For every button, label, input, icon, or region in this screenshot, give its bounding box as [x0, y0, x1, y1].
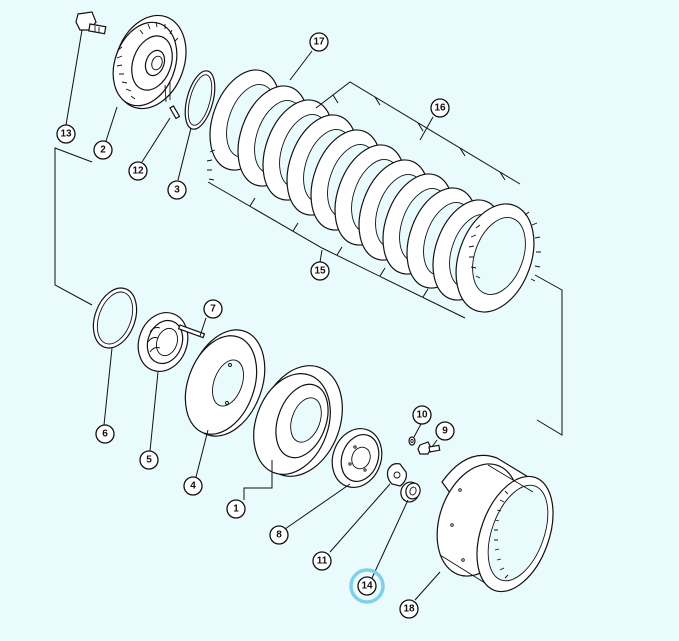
plate-11-front — [455, 203, 535, 313]
callout-17[interactable]: 17 — [309, 32, 329, 52]
part-12-pin — [169, 105, 181, 120]
svg-text:15: 15 — [314, 266, 326, 277]
callout-6[interactable]: 6 — [95, 424, 115, 444]
svg-text:1: 1 — [233, 504, 239, 515]
callout-9[interactable]: 9 — [435, 421, 455, 441]
callout-18[interactable]: 18 — [399, 599, 419, 619]
svg-text:7: 7 — [210, 304, 216, 315]
callout-11[interactable]: 11 — [312, 551, 332, 571]
callout-12[interactable]: 12 — [128, 161, 148, 181]
part-5-spring-retainer — [137, 312, 189, 372]
callout-4[interactable]: 4 — [183, 476, 203, 496]
svg-text:18: 18 — [403, 604, 415, 615]
svg-text:4: 4 — [190, 481, 196, 492]
part-10-washer — [408, 436, 416, 446]
leader-lines — [65, 29, 441, 601]
part-2-drum-hub — [112, 14, 187, 110]
clutch-plate-stack — [206, 69, 541, 313]
part-6-snap-ring — [92, 287, 138, 349]
callout-13[interactable]: 13 — [56, 124, 76, 144]
part-3-snap-ring — [184, 70, 216, 130]
svg-text:9: 9 — [442, 426, 448, 437]
svg-text:11: 11 — [317, 556, 328, 567]
svg-text:17: 17 — [313, 37, 325, 48]
svg-text:12: 12 — [132, 166, 144, 177]
part-11-gasket — [386, 463, 407, 487]
callout-14-highlight — [349, 568, 385, 604]
part-7-pin — [177, 324, 206, 339]
part-13-bolt — [75, 11, 107, 35]
bracket-15 — [207, 181, 466, 319]
callouts: 13 2 12 3 17 16 15 7 6 5 4 1 8 10 9 11 1… — [56, 32, 455, 619]
svg-text:6: 6 — [102, 429, 108, 440]
callout-2[interactable]: 2 — [93, 140, 113, 160]
svg-text:3: 3 — [174, 185, 180, 196]
svg-text:16: 16 — [434, 103, 446, 114]
svg-text:13: 13 — [60, 129, 72, 140]
part-18-drum — [436, 454, 554, 593]
part-4-piston — [184, 329, 266, 437]
callout-16[interactable]: 16 — [430, 98, 450, 118]
callout-5[interactable]: 5 — [139, 450, 159, 470]
bracket-16 — [315, 81, 521, 185]
svg-text:14: 14 — [361, 581, 373, 592]
svg-text:2: 2 — [100, 145, 106, 156]
part-9-bolt — [417, 441, 441, 455]
callout-3[interactable]: 3 — [167, 180, 187, 200]
callout-15[interactable]: 15 — [310, 261, 330, 281]
callout-7[interactable]: 7 — [203, 299, 223, 319]
svg-text:10: 10 — [416, 410, 428, 421]
part-14-bushing — [400, 481, 421, 503]
part-8-plate — [331, 428, 383, 488]
callout-8[interactable]: 8 — [269, 525, 289, 545]
assembly-bracket — [54, 147, 563, 436]
svg-text:8: 8 — [276, 530, 282, 541]
callout-10[interactable]: 10 — [412, 405, 432, 425]
part-1-piston-housing — [253, 365, 343, 477]
callout-1[interactable]: 1 — [226, 499, 246, 519]
callout-14[interactable]: 14 — [357, 576, 377, 596]
svg-text:5: 5 — [146, 455, 152, 466]
